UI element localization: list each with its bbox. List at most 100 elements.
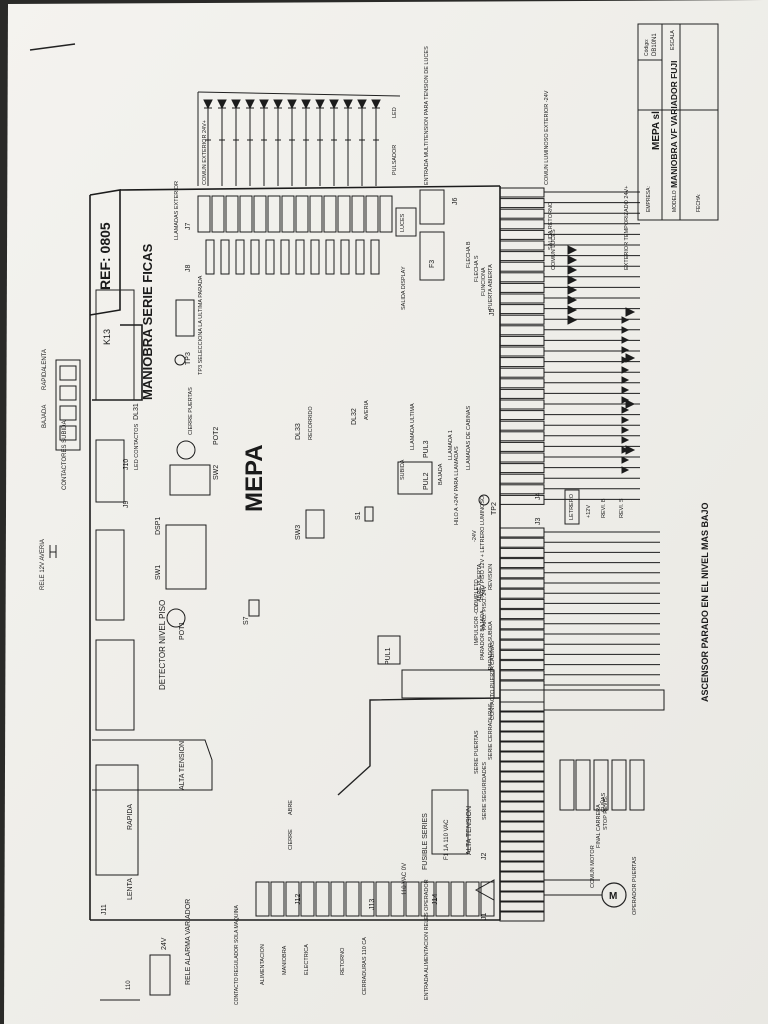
led-diode-icon — [567, 255, 578, 265]
label-averia: AVERIA — [364, 400, 370, 420]
label-parador-subida: PARADOR SUBIDA — [488, 621, 494, 670]
label-recorrido: RECORRIDO — [308, 406, 314, 440]
sw2-switch — [169, 464, 211, 496]
led-diode-icon — [621, 426, 630, 434]
label-completo: COMPLETO — [474, 579, 480, 610]
led-diode-icon — [621, 386, 630, 394]
terminal-j7 — [323, 195, 337, 233]
paper-sheet — [4, 0, 768, 1024]
pin-j8 — [340, 239, 350, 275]
terminal-j7 — [351, 195, 365, 233]
terminal-j7 — [253, 195, 267, 233]
label-pul3: PUL3 — [423, 440, 430, 458]
terminal-j2 — [499, 811, 545, 822]
relay-k13: K13 — [102, 329, 112, 345]
label-funciona: FUNCIONA — [481, 267, 487, 296]
label-alimentacion: ALIMENTACION — [260, 944, 266, 985]
label-cierre-puertas: CIERRE PUERTAS — [188, 387, 194, 435]
label-minus24: -24V — [472, 530, 478, 542]
terminal-j2 — [499, 891, 545, 902]
terminal-bottom — [270, 881, 285, 917]
bottom-note: ASCENSOR PARADO EN EL NIVEL MAS BAJO — [700, 502, 710, 702]
terminal-j2 — [499, 751, 545, 762]
code-label: Código: — [644, 39, 650, 56]
terminal-j2 — [499, 911, 545, 922]
j3-terminal-strip — [499, 527, 665, 711]
label-llamada-1: LLAMADA 1 — [448, 430, 454, 460]
terminal-bottom — [360, 881, 375, 917]
terminal-j7 — [239, 195, 253, 233]
terminal-j2 — [499, 881, 545, 892]
label-contactores: CONTACTORES SUBIDA — [62, 421, 68, 490]
board-title: MANIOBRA SERIE FICAS — [140, 243, 155, 400]
label-rapida: RAPIDA — [127, 804, 134, 830]
pin-j8 — [250, 239, 260, 275]
label-tp3-note: TP3 SELECCIONA LA ULTIMA PARADA — [198, 275, 204, 375]
terminal-j2 — [499, 741, 545, 752]
label-alta-tension-right: ALTA TENSION — [466, 806, 473, 855]
pul1-button — [377, 635, 401, 665]
s7-jumper — [248, 599, 260, 617]
scale-label: ESCALA — [670, 30, 676, 50]
terminal-j7 — [225, 195, 239, 233]
pot1-knob — [166, 608, 186, 628]
contact-box — [559, 759, 575, 811]
label-llamada-ultima: LLAMADA ULTIMA — [410, 403, 416, 450]
label-dl32: DL32 — [351, 408, 358, 425]
tp3-point — [174, 354, 186, 366]
pin-j8 — [265, 239, 275, 275]
connector-f3: F3 — [429, 260, 436, 268]
connector-j11: J11 — [101, 904, 108, 915]
led-diode-icon — [621, 366, 630, 374]
pin-j8 — [325, 239, 335, 275]
terminal-j2 — [499, 731, 545, 742]
label-dl31: DL31 — [133, 403, 140, 420]
terminal-j7 — [295, 195, 309, 233]
right-led-column — [567, 245, 636, 474]
label-lenta-top: LENTA — [42, 349, 48, 368]
label-subida: SUBIDA — [400, 459, 406, 480]
terminal-bottom — [255, 881, 270, 917]
label-pul2: PUL2 — [423, 472, 430, 490]
led-diode-icon — [567, 285, 578, 295]
contact-box — [611, 759, 627, 811]
hv-outline — [92, 739, 213, 791]
pin-j8 — [355, 239, 365, 275]
connector-j3: J3 — [535, 518, 542, 526]
label-sw3: SW3 — [295, 525, 302, 540]
label-fuse-rating: F1 1A 110 VAC — [444, 819, 450, 860]
label-s1: S1 — [355, 511, 362, 520]
label-tp3: TP3 — [185, 352, 192, 365]
label-hilo: HILO A +24V PARA LLAMADAS — [454, 446, 460, 525]
hv-zone-outline — [337, 697, 501, 796]
contact-box — [593, 759, 609, 811]
terminal-bottom — [480, 881, 495, 917]
label-v110: 110 — [126, 980, 132, 990]
label-comun-motor: COMUN MOTOR — [590, 845, 596, 888]
label-impulsor: IMPULSOR -C.V. — [474, 602, 480, 645]
tp-selector — [175, 299, 195, 337]
led-diode-icon — [621, 456, 630, 464]
terminal-j2 — [499, 711, 545, 722]
f3-fuse — [419, 231, 445, 281]
terminal-j7 — [281, 195, 295, 233]
contactor-housing — [55, 359, 81, 451]
label-alta-tension: ALTA TENSION — [179, 741, 186, 790]
terminal-j7 — [267, 195, 281, 233]
label-entrada-alim: ENTRADA ALIMENTACION RELES OPERADOR — [424, 879, 430, 1000]
label-flecha-b: FLECHA B — [466, 241, 472, 268]
led-diode-icon — [621, 396, 630, 404]
company-label: EMPRESA: — [646, 186, 652, 212]
label-fusible: FUSIBLE SERIES — [422, 813, 429, 870]
sw3-switch — [305, 509, 325, 539]
right-terminal-strip — [499, 187, 640, 505]
label-maniobra: MANIOBRA — [282, 945, 288, 975]
label-salida-retorno: SALIDA RETORNO — [548, 201, 554, 250]
code-value: DB10N1 — [652, 33, 658, 56]
contactor-pole — [59, 425, 77, 441]
date-label: FECHA: — [696, 194, 702, 212]
s1-jumper — [364, 506, 374, 522]
label-entrada-multitension: ENTRADA MULTITENSION PARA TENSION DE LUC… — [424, 46, 430, 185]
terminal-j7 — [197, 195, 211, 233]
terminal-j2 — [499, 901, 545, 912]
